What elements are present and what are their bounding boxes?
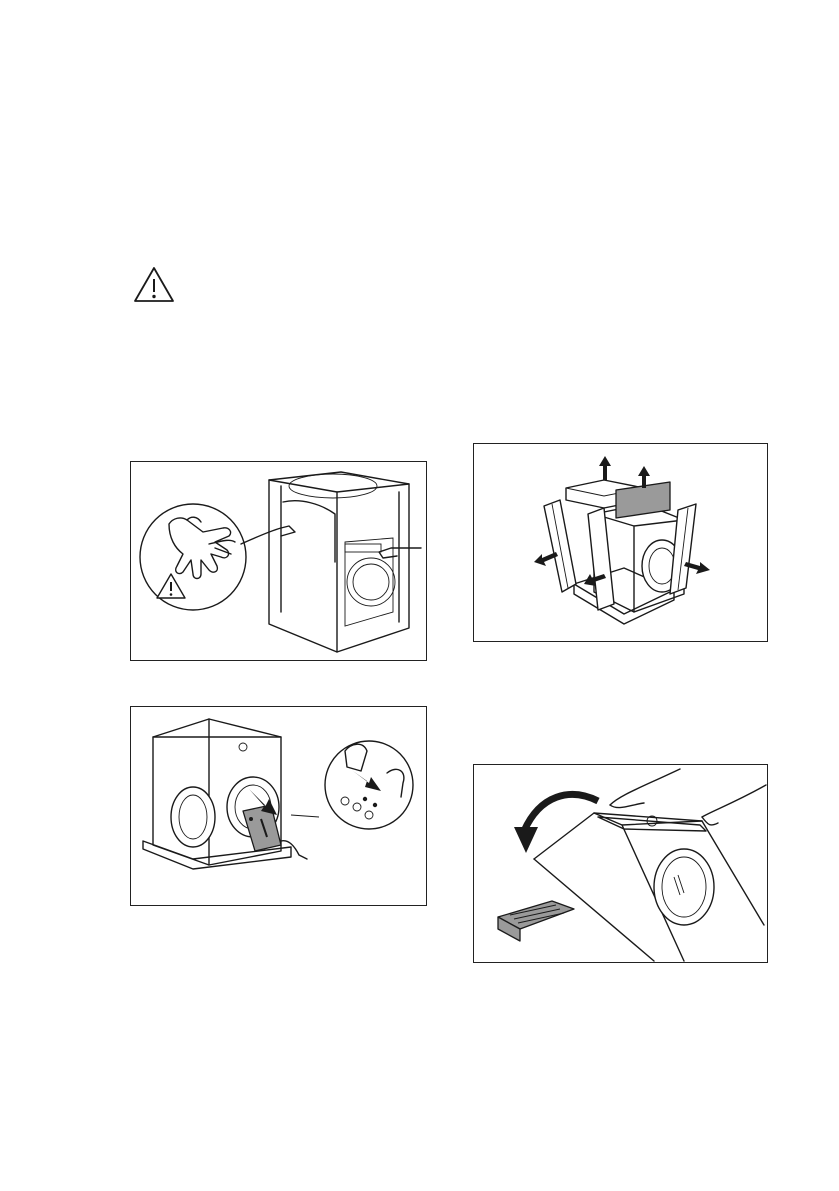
remove-packaging-film-icon bbox=[130, 461, 427, 661]
remove-polystyrene-and-bag-icon bbox=[130, 706, 427, 906]
tilt-appliance-icon bbox=[473, 764, 768, 963]
gloves-icon bbox=[140, 504, 246, 610]
warning-triangle-icon bbox=[133, 266, 175, 304]
remove-packaging-corners-icon bbox=[473, 443, 768, 642]
